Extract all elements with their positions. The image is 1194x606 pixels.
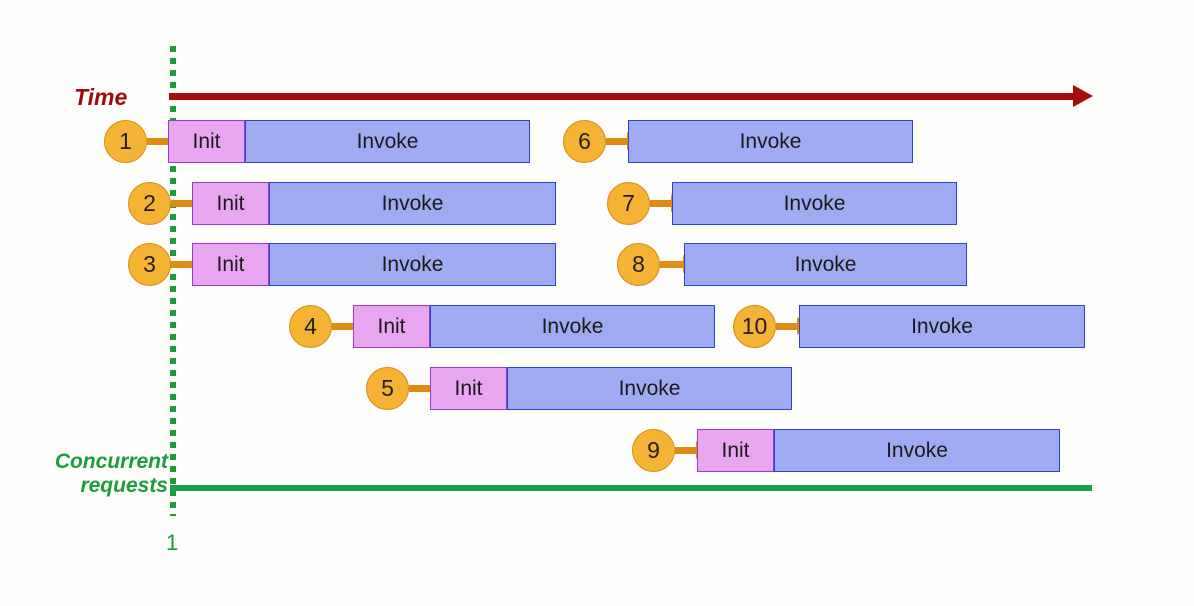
concurrency-guide-line	[170, 46, 176, 516]
request-arrow-5	[409, 385, 430, 392]
concurrency-axis-label: Concurrent requests	[54, 450, 168, 498]
init-bar-9[interactable]: Init	[697, 429, 774, 472]
time-axis-arrowhead	[1073, 85, 1093, 107]
invoke-bar-8[interactable]: Invoke	[684, 243, 967, 286]
concurrency-tick-label-1: 1	[166, 530, 179, 555]
request-badge-7[interactable]: 7	[607, 182, 650, 225]
request-badge-6[interactable]: 6	[563, 120, 606, 163]
invoke-bar-6[interactable]: Invoke	[628, 120, 913, 163]
request-arrow-4	[332, 323, 353, 330]
request-arrow-3	[171, 261, 192, 268]
request-badge-1[interactable]: 1	[104, 120, 147, 163]
init-bar-5[interactable]: Init	[430, 367, 507, 410]
request-badge-2[interactable]: 2	[128, 182, 171, 225]
request-arrow-8	[660, 261, 683, 268]
invoke-bar-1[interactable]: Invoke	[245, 120, 530, 163]
invoke-bar-7[interactable]: Invoke	[672, 182, 957, 225]
request-badge-10[interactable]: 10	[733, 305, 776, 348]
request-badge-9[interactable]: 9	[632, 429, 675, 472]
request-arrow-6	[606, 138, 627, 145]
time-axis-line	[169, 93, 1081, 100]
invoke-bar-5[interactable]: Invoke	[507, 367, 792, 410]
request-arrow-10	[776, 323, 797, 330]
concurrency-axis-line	[170, 485, 1092, 491]
request-arrow-2	[171, 200, 192, 207]
request-badge-3[interactable]: 3	[128, 243, 171, 286]
request-arrow-1	[147, 138, 168, 145]
request-row-10: 10 Invoke	[0, 305, 1194, 349]
request-arrow-9	[675, 447, 696, 454]
invoke-bar-3[interactable]: Invoke	[269, 243, 556, 286]
init-bar-3[interactable]: Init	[192, 243, 269, 286]
invoke-bar-9[interactable]: Invoke	[774, 429, 1060, 472]
invoke-bar-2[interactable]: Invoke	[269, 182, 556, 225]
request-badge-8[interactable]: 8	[617, 243, 660, 286]
request-row-8: 8 Invoke	[0, 243, 1194, 287]
invoke-bar-4[interactable]: Invoke	[430, 305, 715, 348]
request-row-7: 7 Invoke	[0, 182, 1194, 226]
init-bar-2[interactable]: Init	[192, 182, 269, 225]
request-arrow-7	[650, 200, 671, 207]
request-badge-4[interactable]: 4	[289, 305, 332, 348]
init-bar-1[interactable]: Init	[168, 120, 245, 163]
request-badge-5[interactable]: 5	[366, 367, 409, 410]
invoke-bar-10[interactable]: Invoke	[799, 305, 1085, 348]
time-axis-label: Time	[74, 84, 128, 110]
init-bar-4[interactable]: Init	[353, 305, 430, 348]
request-row-6: 6 Invoke	[0, 120, 1194, 164]
